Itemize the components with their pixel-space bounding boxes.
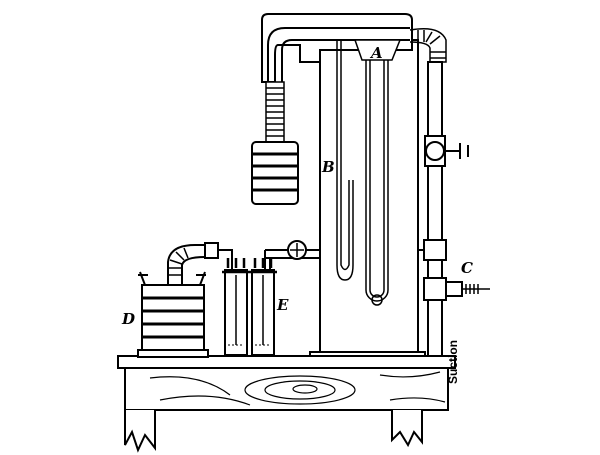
side-valve: [264, 240, 320, 270]
label-suction: Suction: [446, 340, 460, 384]
manometer-a: [353, 39, 402, 306]
tubes-e: [222, 258, 277, 356]
label-a: A: [371, 44, 383, 62]
label-d: D: [122, 310, 136, 328]
table: [117, 355, 456, 453]
main-column: [309, 39, 426, 361]
manometer-b: [336, 40, 354, 281]
label-b: B: [322, 158, 335, 176]
label-c: C: [461, 259, 473, 277]
label-e: E: [277, 296, 289, 314]
suction-pipe: [417, 61, 490, 398]
hose-left: [265, 81, 285, 143]
cooling-coil: [251, 141, 299, 205]
condenser-d: [137, 242, 233, 358]
